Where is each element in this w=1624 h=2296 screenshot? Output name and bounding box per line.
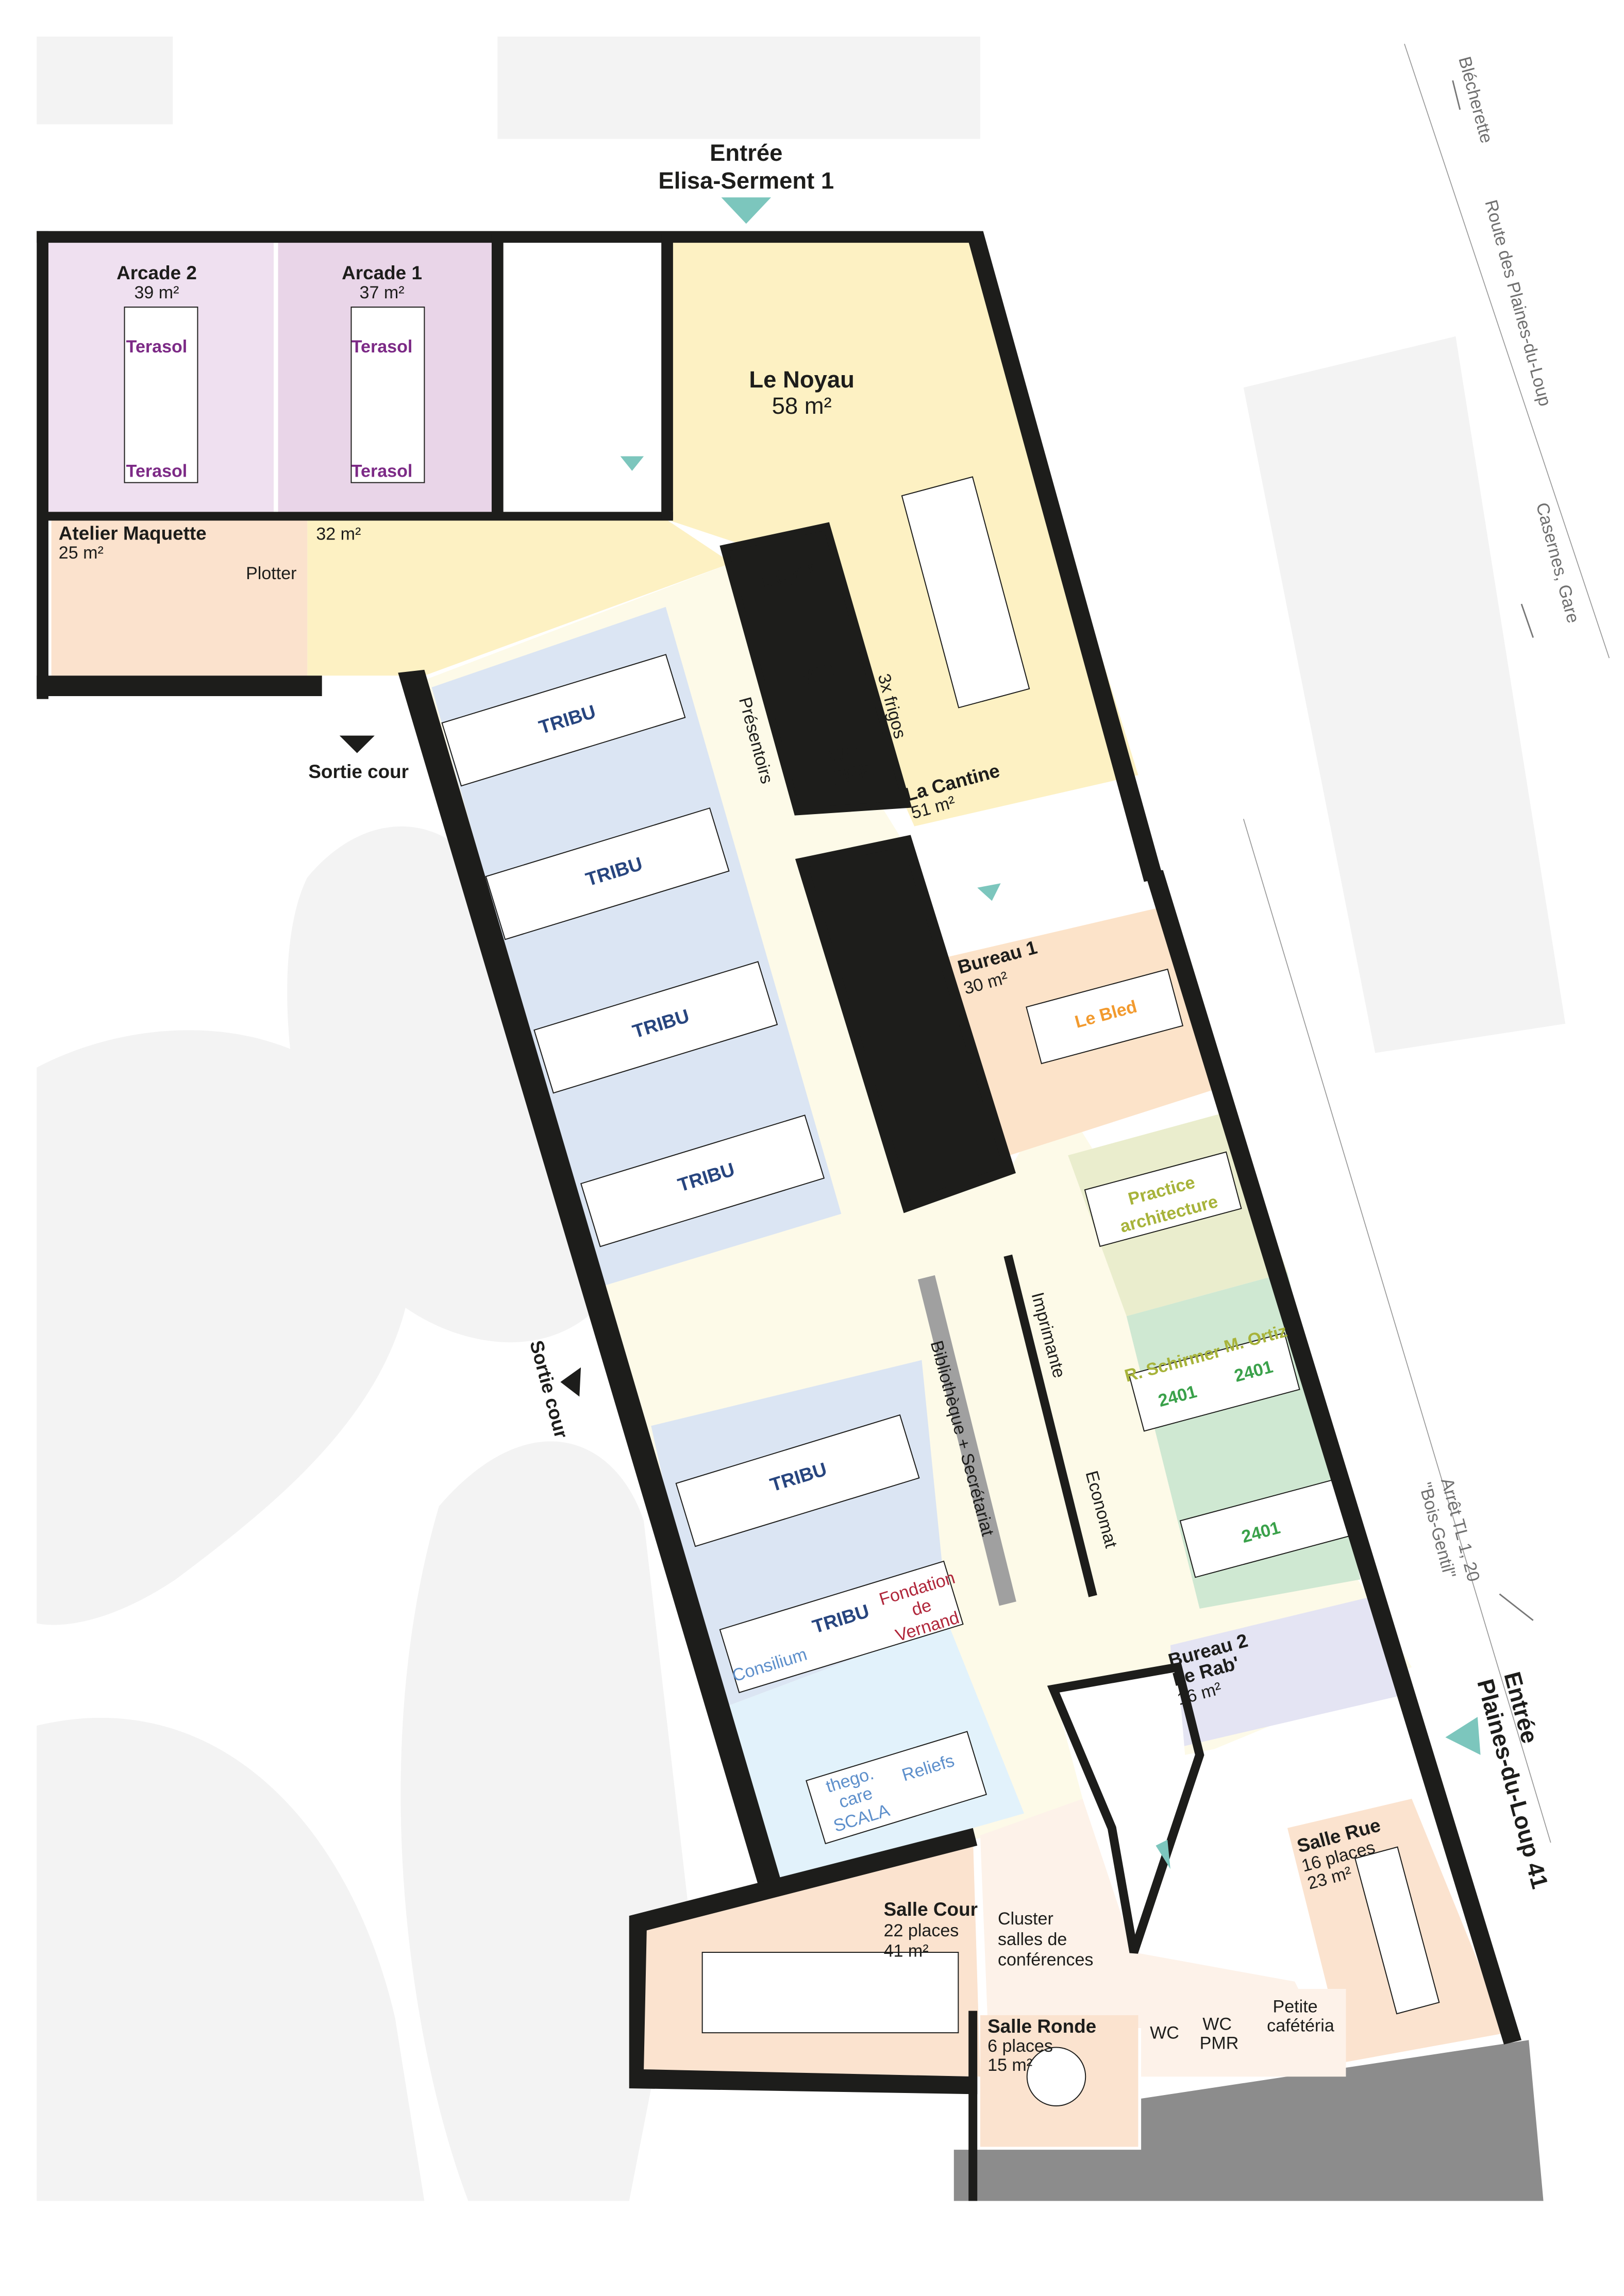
cluster-label: conférences [998,1950,1093,1970]
neighbour-building [1243,336,1566,1053]
entrance-label: Entrée [710,140,782,166]
cluster-label: salles de [998,1930,1067,1949]
wall [37,676,322,696]
room-area: 32 m² [316,524,361,544]
team-label: Terasol [126,337,188,357]
entrance-label: Elisa-Serment 1 [658,167,834,194]
wall [491,234,504,515]
exit-label: Sortie cour [526,1338,572,1441]
facade [398,669,783,1894]
entrance-markers [339,80,1534,1869]
walls [37,231,1522,2201]
room-bureau-2 [1170,1594,1397,1748]
sanitary-block [1141,1988,1346,2077]
room-name: Atelier Maquette [59,522,207,544]
facade [965,231,1163,882]
lift-marker-icon [1156,1839,1170,1869]
triangle-left-icon [1445,1717,1481,1755]
room-area: 25 m² [59,543,104,563]
room-name: Salle Cour [884,1899,978,1920]
table [1084,1151,1242,1247]
team-label: Terasol [351,461,413,481]
room-name: WC [1202,2014,1232,2034]
room-name: PMR [1200,2033,1239,2053]
table [1128,1332,1300,1432]
table [485,807,730,940]
wall [629,1828,978,2095]
wall [37,231,980,243]
furniture [124,307,1440,2107]
facade [1144,870,1522,2045]
wall [44,512,673,521]
room-area: 15 m² [987,2055,1032,2075]
service-core-wall [719,522,912,816]
surroundings [37,36,1610,2201]
wall [661,234,673,519]
courtyard-lawn [37,1717,425,2201]
round-table [1026,2047,1086,2107]
table [533,961,778,1094]
exit-arrow-icon [339,735,375,753]
stair-core-wall [795,835,1016,1213]
neighbour-building [37,36,173,125]
exit-label: Sortie cour [308,761,409,782]
room-atelier-maquette [51,519,308,676]
room-name: cafétéria [1267,2016,1334,2035]
street-label: Route des Plaines-du-Loup [1481,198,1555,408]
triangle-down-icon [721,197,772,224]
table [580,1115,825,1247]
street-edge [1404,43,1610,659]
room-capacity: 22 places [884,1921,959,1940]
arrow-bus-icon [1499,1593,1534,1621]
street-label: Blécherette [1454,55,1496,145]
team-label: Terasol [351,337,413,357]
room-name: Salle Ronde [987,2016,1096,2037]
team-label: Terasol [126,461,188,481]
cluster-label: Cluster [998,1909,1053,1929]
street-label: Casernes, Gare [1532,500,1583,625]
room-name: Arcade 1 [342,262,422,283]
wall [37,231,48,699]
wall [968,2011,978,2201]
table [441,654,686,787]
room-name: Le Noyau [749,366,854,393]
courtyard-lawn [287,826,615,1343]
table [719,1560,964,1694]
library-shelf [917,1275,1016,1606]
plotter-label: Plotter [246,564,296,583]
table [901,476,1030,708]
arrow-down-icon [1520,603,1534,638]
tribu-zone-1 [431,606,842,1287]
shared-zone-light-blue [714,1623,1025,1887]
room-area: 58 m² [772,393,832,419]
table [806,1731,987,1845]
room-name: WC [1150,2023,1179,2042]
room-area: 39 m² [134,283,179,302]
lift-marker-icon [977,883,1001,901]
table [124,307,198,483]
neighbour-building [497,36,980,139]
table [1026,968,1184,1065]
room-area: 37 m² [360,283,405,302]
stairwell [497,237,666,515]
table [701,1952,959,2034]
room-name: Arcade 2 [116,262,197,283]
stair-core-2 [1053,1667,1419,1953]
room-capacity: 6 places [987,2036,1053,2056]
printer-counter [1003,1254,1097,1597]
exit-arrow-icon [560,1367,581,1397]
room-name: Petite [1273,1997,1318,2016]
street-edge [1243,819,1551,1843]
cluster-conference [980,1799,1324,2040]
table [675,1414,920,1547]
room-area: 41 m² [884,1942,929,1961]
lift-marker-icon [620,456,644,471]
road [953,2040,1544,2201]
table [350,307,425,483]
table [1354,1846,1440,2015]
courtyard-lawn [400,1441,688,2201]
arrow-up-icon [1452,80,1461,110]
hall-32 [307,519,732,676]
